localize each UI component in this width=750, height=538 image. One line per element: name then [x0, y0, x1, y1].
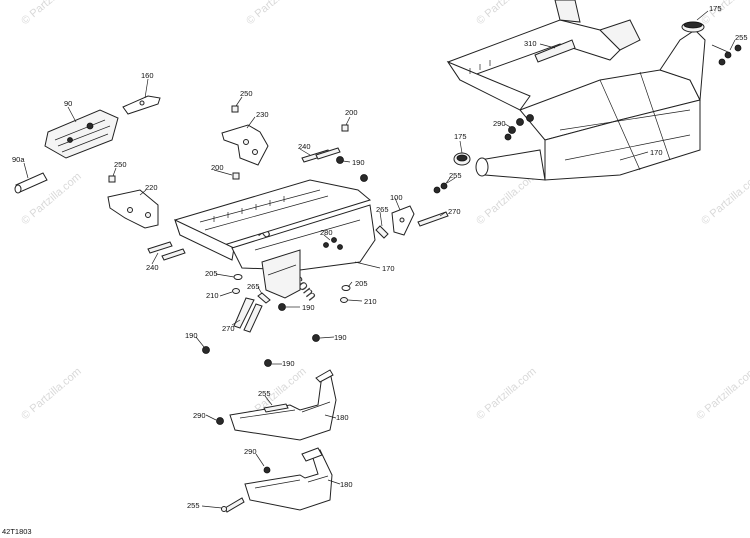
watermark: © Partzilla.com — [474, 0, 538, 27]
callout-label: 280 — [320, 228, 333, 237]
callout-label: 290 — [244, 447, 257, 456]
step-tube-upper — [216, 369, 337, 441]
callout-label: 250 — [114, 160, 127, 169]
callout-label: 190 — [352, 158, 365, 167]
step-tube-lower — [221, 447, 333, 513]
bolts-top-right — [711, 44, 742, 66]
callout-label: 255 — [258, 389, 271, 398]
nuts-280 — [323, 237, 343, 250]
watermark: © Partzilla.com — [244, 0, 308, 27]
callout-label: 160 — [141, 71, 154, 80]
callout-label: 175 — [454, 132, 467, 141]
callout-label: 190 — [185, 331, 198, 340]
callout-label: 255 — [187, 501, 200, 510]
callout-label: 290 — [193, 411, 206, 420]
callout-label: 270 — [448, 207, 461, 216]
center-frame — [174, 179, 376, 299]
callout-label: 190 — [302, 303, 315, 312]
end-cap — [453, 152, 471, 166]
callout-label: 190 — [334, 333, 347, 342]
bolts-240 — [147, 147, 341, 261]
callout-label: 180 — [340, 480, 353, 489]
callout-label: 170 — [382, 264, 395, 273]
callout-label: 250 — [240, 89, 253, 98]
screws — [108, 105, 349, 183]
callout-label: 220 — [145, 183, 158, 192]
callout-label: 310 — [524, 39, 537, 48]
callout-label: 230 — [256, 110, 269, 119]
callout-label: 205 — [355, 279, 368, 288]
callout-label: 190 — [282, 359, 295, 368]
diagram-code: 42T1803 — [2, 527, 32, 536]
callout-label: 170 — [650, 148, 663, 157]
callout-labels: 175 255 310 160 90 90a 250 230 200 290 1… — [12, 4, 748, 510]
callout-label: 90 — [64, 99, 72, 108]
callout-label: 90a — [12, 155, 25, 164]
callout-label: 200 — [211, 163, 224, 172]
watermark: © Partzilla.com — [19, 0, 83, 27]
tool-kit — [14, 95, 161, 194]
watermark: © Partzilla.com — [19, 365, 83, 422]
watermark: © Partzilla.com — [694, 365, 750, 422]
callout-label: 240 — [298, 142, 311, 151]
callout-label: 290 — [493, 119, 506, 128]
callout-label: 180 — [336, 413, 349, 422]
callout-label: 210 — [206, 291, 219, 300]
callout-label: 255 — [735, 33, 748, 42]
bumper-frame — [446, 0, 706, 181]
callout-label: 265 — [247, 282, 260, 291]
callout-label: 270 — [222, 324, 235, 333]
callout-label: 240 — [146, 263, 159, 272]
callout-label: 205 — [205, 269, 218, 278]
bumper-hardware — [504, 114, 534, 141]
watermark: © Partzilla.com — [699, 170, 750, 227]
nuts-190 — [202, 156, 368, 367]
callout-label: 200 — [345, 108, 358, 117]
callout-label: 100 — [390, 193, 403, 202]
watermark: © Partzilla.com — [699, 0, 750, 27]
callout-label: 265 — [376, 205, 389, 214]
callout-label: 255 — [449, 171, 462, 180]
watermark: © Partzilla.com — [474, 365, 538, 422]
callout-label: 175 — [709, 4, 722, 13]
bracket-230 — [221, 124, 269, 166]
callout-label: 210 — [364, 297, 377, 306]
leader-lines — [23, 10, 736, 509]
bracket-220 — [107, 189, 159, 229]
